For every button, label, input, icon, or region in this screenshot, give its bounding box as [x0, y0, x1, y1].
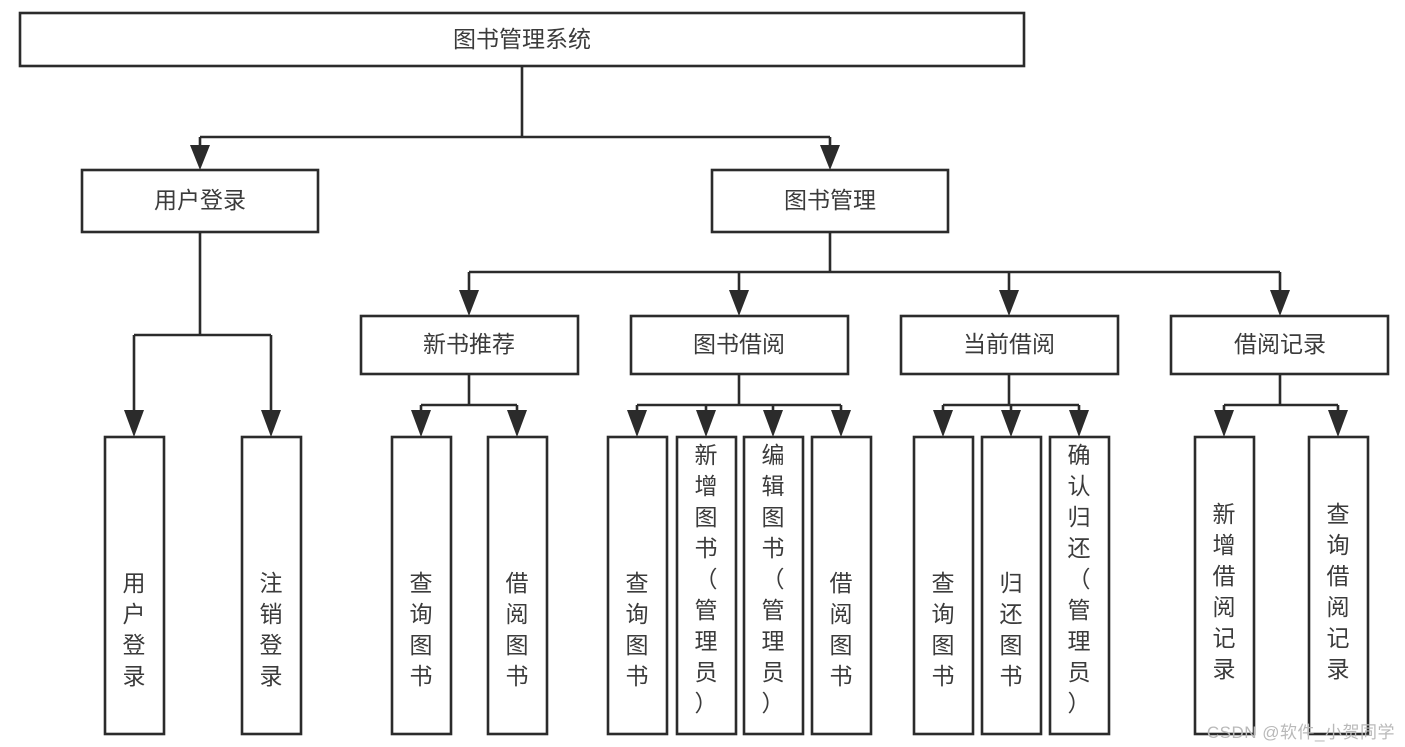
node-user-login-box[interactable]: [80, 168, 320, 234]
arrow-head-cb-confirm-return: [1069, 410, 1089, 437]
node-user-login[interactable]: 用户登录: [80, 168, 320, 234]
leaf-nb-query-book-box[interactable]: [390, 435, 453, 736]
node-root-system-box[interactable]: [18, 11, 1026, 68]
node-book-borrow[interactable]: 图书借阅: [629, 314, 850, 376]
node-new-book-recommend-box[interactable]: [359, 314, 580, 376]
node-borrow-record-box[interactable]: [1169, 314, 1390, 376]
leaf-bb-add-book-box[interactable]: [675, 435, 738, 736]
node-current-borrow[interactable]: 当前借阅: [899, 314, 1120, 376]
arrow-head-current-borrow: [999, 290, 1019, 316]
arrow-head-leaf-logout: [261, 410, 281, 437]
arrow-head-user-login: [190, 145, 210, 170]
arrow-head-leaf-user-login: [124, 410, 144, 437]
leaf-br-query-record-label: 查询借阅记录: [1327, 501, 1350, 682]
leaf-bb-add-book[interactable]: 新增图书（管理员）: [675, 435, 738, 736]
leaf-cb-confirm-return-label: 确认归还（管理员）: [1068, 442, 1091, 716]
node-book-borrow-label: 图书借阅: [693, 331, 785, 357]
arrow-head-bb-query-book: [627, 410, 647, 437]
node-user-login-label: 用户登录: [154, 187, 246, 213]
leaf-nb-query-book[interactable]: 查询图书: [390, 435, 453, 736]
connector-group: [124, 66, 1348, 437]
leaf-bb-query-book[interactable]: 查询图书: [606, 435, 669, 736]
node-new-book-recommend[interactable]: 新书推荐: [359, 314, 580, 376]
arrow-head-br-query-record: [1328, 410, 1348, 437]
leaf-nb-borrow-book-box[interactable]: [486, 435, 549, 736]
arrow-head-br-add-record: [1214, 410, 1234, 437]
leaf-cb-query-book-label: 查询图书: [932, 570, 955, 689]
node-book-management-box[interactable]: [710, 168, 950, 234]
leaf-br-query-record[interactable]: 查询借阅记录: [1307, 435, 1370, 736]
leaf-bb-query-book-box[interactable]: [606, 435, 669, 736]
node-book-management-label: 图书管理: [784, 187, 876, 213]
node-borrow-record[interactable]: 借阅记录: [1169, 314, 1390, 376]
arrow-head-cb-query-book: [933, 410, 953, 437]
leaf-cb-confirm-return-box[interactable]: [1048, 435, 1111, 736]
node-root-system[interactable]: 图书管理系统: [18, 11, 1026, 68]
leaf-logout-box[interactable]: [240, 435, 303, 736]
leaf-cb-return-book-box[interactable]: [980, 435, 1043, 736]
leaf-bb-borrow-book[interactable]: 借阅图书: [810, 435, 873, 736]
node-root-system-label: 图书管理系统: [453, 26, 591, 52]
arrow-head-bb-edit-book: [763, 410, 783, 437]
leaf-nb-query-book-label: 查询图书: [410, 570, 433, 689]
leaf-bb-edit-book-box[interactable]: [742, 435, 805, 736]
arrow-head-bb-add-book: [696, 410, 716, 437]
leaf-cb-return-book[interactable]: 归还图书: [980, 435, 1043, 736]
leaf-cb-confirm-return[interactable]: 确认归还（管理员）: [1048, 435, 1111, 736]
arrow-head-nb-borrow-book: [507, 410, 527, 437]
leaf-bb-query-book-label: 查询图书: [626, 570, 649, 689]
leaf-user-login[interactable]: 用户登录: [103, 435, 166, 736]
leaf-cb-return-book-label: 归还图书: [1000, 570, 1023, 689]
node-book-management[interactable]: 图书管理: [710, 168, 950, 234]
leaf-cb-query-book[interactable]: 查询图书: [912, 435, 975, 736]
leaf-logout[interactable]: 注销登录: [240, 435, 303, 736]
arrow-head-nb-query-book: [411, 410, 431, 437]
node-new-book-recommend-label: 新书推荐: [423, 331, 515, 357]
leaf-user-login-label: 用户登录: [123, 570, 146, 689]
leaf-bb-add-book-label: 新增图书（管理员）: [695, 442, 718, 716]
leaf-br-add-record-label: 新增借阅记录: [1213, 501, 1236, 682]
leaf-logout-label: 注销登录: [260, 570, 283, 689]
leaf-bb-borrow-book-label: 借阅图书: [830, 570, 853, 689]
leaf-bb-edit-book-label: 编辑图书（管理员）: [762, 442, 785, 716]
node-current-borrow-label: 当前借阅: [963, 331, 1055, 357]
leaf-bb-edit-book[interactable]: 编辑图书（管理员）: [742, 435, 805, 736]
arrow-head-bb-borrow-book: [831, 410, 851, 437]
leaf-nb-borrow-book[interactable]: 借阅图书: [486, 435, 549, 736]
node-borrow-record-label: 借阅记录: [1234, 331, 1326, 357]
leaf-cb-query-book-box[interactable]: [912, 435, 975, 736]
leaf-br-add-record[interactable]: 新增借阅记录: [1193, 435, 1256, 736]
arrow-head-borrow-record: [1270, 290, 1290, 316]
leaf-nb-borrow-book-label: 借阅图书: [506, 570, 529, 689]
leaf-br-add-record-box[interactable]: [1193, 435, 1256, 736]
node-current-borrow-box[interactable]: [899, 314, 1120, 376]
node-book-borrow-box[interactable]: [629, 314, 850, 376]
arrow-head-cb-return-book: [1001, 410, 1021, 437]
arrow-head-new-book: [459, 290, 479, 316]
arrow-head-book-borrow: [729, 290, 749, 316]
leaf-bb-borrow-book-box[interactable]: [810, 435, 873, 736]
leaf-br-query-record-box[interactable]: [1307, 435, 1370, 736]
arrow-head-book-mgmt: [820, 145, 840, 170]
leaf-user-login-box[interactable]: [103, 435, 166, 736]
